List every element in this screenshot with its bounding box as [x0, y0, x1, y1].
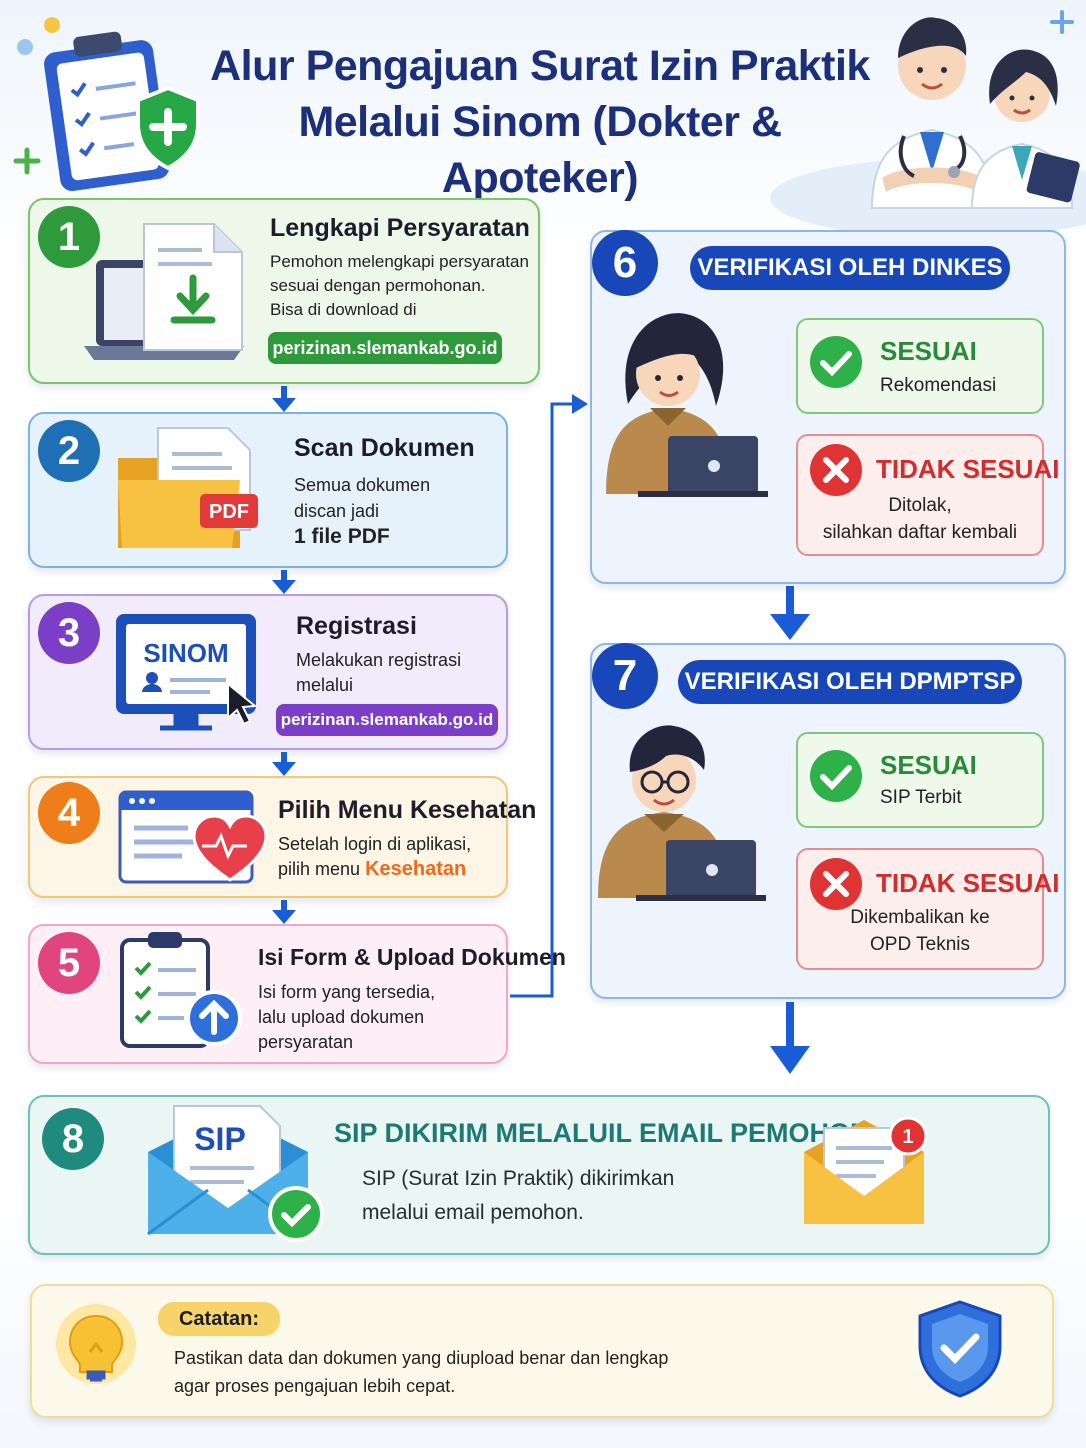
- officer-female-laptop-illustration: [606, 313, 768, 497]
- step-7-header: VERIFIKASI OLEH DPMPTSP: [678, 660, 1022, 704]
- step-6-no-desc-line-2: silahkan daftar kembali: [822, 522, 1018, 543]
- note-desc-line-1: Pastikan data dan dokumen yang diupload …: [174, 1348, 669, 1368]
- arrow-7-8: [770, 1002, 810, 1074]
- step-4-highlight: Kesehatan: [365, 858, 467, 880]
- step-7-number: 7: [592, 643, 658, 709]
- step-5-desc-line-2: lalu upload dokumen: [258, 1007, 425, 1027]
- step-4-number: 4: [38, 782, 100, 844]
- arrow-3-4: [272, 752, 296, 776]
- notification-badge: 1: [902, 1126, 913, 1148]
- note-desc: Pastikan data dan dokumen yang diupload …: [174, 1344, 668, 1400]
- step-4-desc-line-1: Setelah login di aplikasi,: [278, 834, 472, 854]
- step-7-ok-desc: SIP Terbit: [880, 787, 962, 808]
- deco-plus-green: [13, 147, 41, 175]
- step-5-number: 5: [38, 932, 100, 994]
- step-6-no-title: TIDAK SESUAI: [876, 454, 1060, 484]
- step-3-link[interactable]: perizinan.slemankab.go.id: [276, 704, 498, 736]
- deco-dot-blue: [17, 39, 33, 55]
- clipboard-shield-icon: [44, 31, 200, 192]
- step-5-desc-line-3: persyaratan: [258, 1032, 354, 1052]
- step-6-ok-title: SESUAI: [880, 336, 977, 366]
- title-line-2: Melalui Sinom (Dokter & Apoteker): [298, 98, 782, 202]
- step-2-desc-line-2: discan jadi: [294, 501, 380, 521]
- check-circle-icon: [810, 750, 862, 802]
- arrow-4-5: [272, 900, 296, 924]
- step-4-card: [28, 776, 508, 898]
- deco-dot-yellow: [44, 17, 60, 33]
- step-5-desc: Isi form yang tersedia, lalu upload doku…: [258, 980, 435, 1055]
- step-5-card: [28, 924, 508, 1064]
- step-6-header: VERIFIKASI OLEH DINKES: [690, 246, 1010, 290]
- laptop-download-icon: [84, 223, 244, 360]
- pdf-label: PDF: [209, 501, 249, 523]
- arrow-1-2: [272, 386, 296, 412]
- step-3-desc-line-1: Melakukan registrasi: [296, 650, 462, 670]
- step-2-number: 2: [38, 420, 100, 482]
- doctor-pharmacist-illustration: [870, 17, 1080, 209]
- cross-circle-icon: [810, 444, 862, 496]
- step-4-desc-line-2-text: pilih menu: [278, 859, 361, 879]
- pdf-folder-icon: PDF: [118, 427, 258, 548]
- step-4-desc-line-2: pilih menu Kesehatan: [278, 857, 471, 882]
- step-6-no-desc: Ditolak, silahkan daftar kembali: [796, 492, 1044, 546]
- step-7-no-desc-line-1: Dikembalikan ke: [850, 907, 990, 928]
- officer-male-laptop-illustration: [598, 725, 766, 901]
- check-circle-icon: [810, 336, 862, 388]
- step-1-desc-line-1: Pemohon melengkapi persyaratan: [270, 252, 529, 271]
- step-6-number: 6: [592, 230, 658, 296]
- note-label: Catatan:: [158, 1302, 280, 1336]
- step-1-desc-line-3: Bisa di download di: [270, 300, 417, 319]
- step-2-title: Scan Dokumen: [294, 434, 475, 462]
- page-title: Alur Pengajuan Surat Izin Praktik Melalu…: [200, 38, 880, 206]
- step-2-desc: Semua dokumen discan jadi 1 file PDF: [294, 472, 430, 550]
- step-7-no-desc-line-2: OPD Teknis: [870, 934, 970, 955]
- step-3-title: Registrasi: [296, 612, 417, 640]
- step-7-no-title: TIDAK SESUAI: [876, 868, 1060, 898]
- step-2-emphasis: 1 file PDF: [294, 525, 390, 548]
- step-6-no-desc-line-1: Ditolak,: [888, 495, 952, 516]
- step-8-title: SIP DIKIRIM MELALUIL EMAIL PEMOHON: [334, 1118, 870, 1148]
- form-upload-icon: [120, 932, 242, 1048]
- sinom-monitor-icon: SINOM: [116, 614, 258, 731]
- sinom-label: SINOM: [143, 638, 228, 668]
- browser-heart-icon: [118, 790, 268, 884]
- arrow-2-3: [272, 570, 296, 594]
- note-card: [30, 1284, 1054, 1418]
- note-desc-line-2: agar proses pengajuan lebih cepat.: [174, 1376, 456, 1396]
- lightbulb-icon: [56, 1304, 136, 1384]
- cross-circle-icon: [810, 858, 862, 910]
- step-8-number: 8: [42, 1108, 104, 1170]
- shield-check-icon: [918, 1300, 1002, 1398]
- step-7-ok-title: SESUAI: [880, 750, 977, 780]
- step-2-desc-line-1: Semua dokumen: [294, 475, 431, 495]
- sip-envelope-icon: SIP: [147, 1105, 324, 1242]
- mail-notification-icon: 1: [804, 1116, 928, 1224]
- connector-5-6: [510, 394, 588, 998]
- step-1-desc: Pemohon melengkapi persyaratan sesuai de…: [270, 250, 529, 322]
- step-8-desc-line-1: SIP (Surat Izin Praktik) dikirimkan: [362, 1167, 675, 1190]
- step-6-ok-desc: Rekomendasi: [880, 375, 997, 396]
- step-1-link[interactable]: perizinan.slemankab.go.id: [268, 332, 502, 364]
- step-1-number: 1: [38, 206, 100, 268]
- arrow-6-7: [770, 586, 810, 640]
- title-line-1: Alur Pengajuan Surat Izin Praktik: [210, 42, 870, 90]
- step-2-card: [28, 412, 508, 568]
- deco-plus-blue: [1050, 10, 1074, 34]
- step-4-title: Pilih Menu Kesehatan: [278, 796, 537, 824]
- step-3-desc: Melakukan registrasi melalui: [296, 648, 461, 698]
- step-8-desc-line-2: melalui email pemohon.: [362, 1201, 584, 1224]
- step-3-desc-line-2: melalui: [296, 675, 354, 695]
- step-7-no-desc: Dikembalikan ke OPD Teknis: [796, 904, 1044, 958]
- step-8-desc: SIP (Surat Izin Praktik) dikirimkan mela…: [362, 1162, 674, 1230]
- step-3-number: 3: [38, 602, 100, 664]
- step-5-title: Isi Form & Upload Dokumen: [258, 944, 566, 970]
- step-1-title: Lengkapi Persyaratan: [270, 214, 530, 242]
- step-1-desc-line-2: sesuai dengan permohonan.: [270, 276, 486, 295]
- step-4-desc: Setelah login di aplikasi, pilih menu Ke…: [278, 832, 471, 882]
- sip-label: SIP: [194, 1121, 246, 1157]
- step-5-desc-line-1: Isi form yang tersedia,: [258, 982, 436, 1002]
